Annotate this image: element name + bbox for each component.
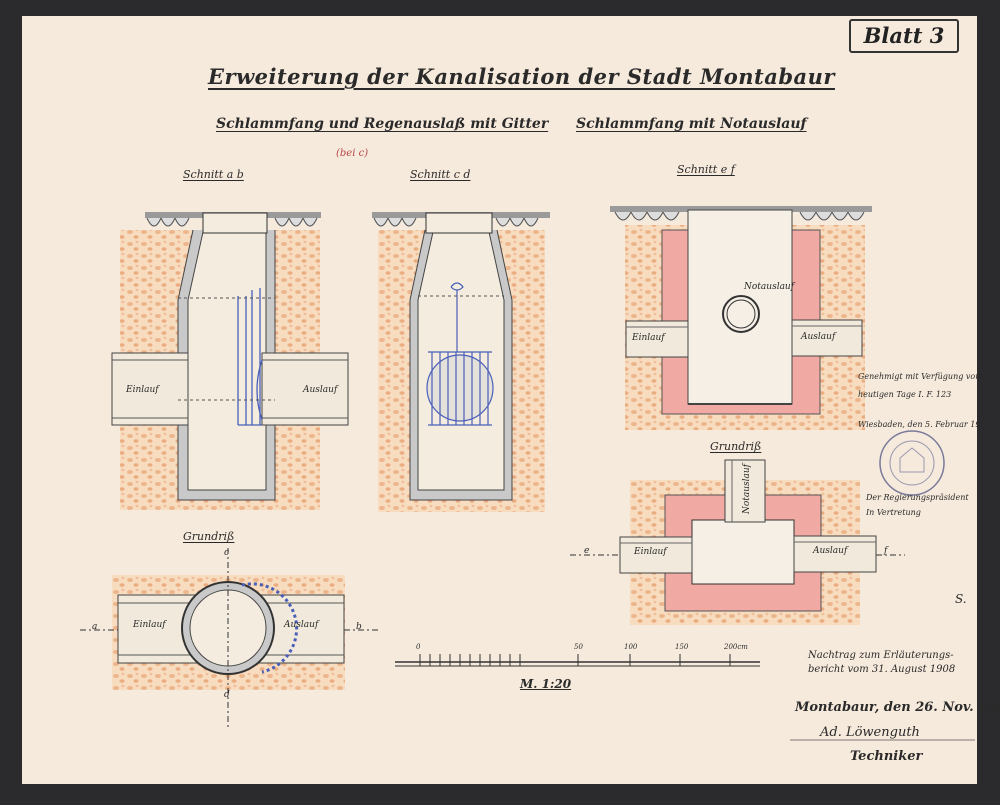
section-ab-drawing — [111, 212, 349, 510]
letter-e: e — [584, 546, 590, 556]
scale-tick-200: 200cm — [724, 643, 748, 651]
scale-tick-0: 0 — [416, 643, 421, 651]
letter-a: a — [92, 622, 98, 632]
section-cd-drawing — [372, 212, 550, 512]
page-title: Erweiterung der Kanalisation der Stadt M… — [208, 64, 835, 89]
letter-b: b — [356, 622, 362, 632]
scale-tick-150: 150 — [675, 643, 689, 651]
signature: Ad. Löwenguth — [820, 725, 920, 740]
outlet-label-plan-left: Auslauf — [284, 620, 319, 630]
corner-mark: S. — [955, 592, 967, 606]
inlet-label-plan-right: Einlauf — [634, 547, 667, 557]
scale-bar — [395, 654, 760, 667]
scale-tick-100: 100 — [624, 643, 638, 651]
plan-right-drawing — [570, 459, 905, 625]
addendum-line-2: bericht vom 31. August 1908 — [808, 664, 956, 675]
approval-note-3: Wiesbaden, den 5. Februar 1909 — [858, 420, 991, 429]
approval-note-2: heutigen Tage I. F. 123 — [858, 390, 952, 399]
letter-c: c — [224, 548, 230, 558]
emergency-outlet-plan-label: Notauslauf — [742, 463, 753, 515]
inlet-label-ab: Einlauf — [126, 385, 159, 395]
sheet-label: Blatt 3 — [849, 19, 959, 53]
letter-f: f — [884, 546, 888, 556]
scale-tick-50: 50 — [574, 643, 583, 651]
outlet-label-ab: Auslauf — [303, 385, 338, 395]
outlet-label-plan-right: Auslauf — [813, 546, 848, 556]
subtitle-left-note: (bei c) — [336, 148, 369, 159]
place-date: Montabaur, den 26. Nov. 1908 — [795, 700, 1000, 715]
section-ab-label: Schnitt a b — [183, 168, 244, 181]
approval-note-4: Der Regierungspräsident — [866, 493, 969, 502]
approval-note-1: Genehmigt mit Verfügung vom — [858, 372, 983, 381]
section-ef-label: Schnitt e f — [677, 163, 735, 176]
letter-d: d — [224, 690, 230, 700]
plan-right-label: Grundriß — [710, 440, 762, 453]
emergency-outlet-label: Notauslauf — [744, 282, 795, 292]
section-cd-label: Schnitt c d — [410, 168, 471, 181]
plan-left-label: Grundriß — [183, 530, 235, 543]
scale-label: M. 1:20 — [520, 677, 572, 691]
role: Techniker — [850, 749, 923, 764]
section-ef-drawing — [610, 206, 872, 430]
addendum-line-1: Nachtrag zum Erläuterungs- — [808, 650, 954, 661]
official-seal — [879, 430, 945, 496]
outlet-label-ef: Auslauf — [801, 332, 836, 342]
approval-note-5: In Vertretung — [866, 508, 921, 517]
subtitle-right: Schlammfang mit Notauslauf — [576, 116, 807, 132]
inlet-label-ef: Einlauf — [632, 333, 665, 343]
inlet-label-plan-left: Einlauf — [133, 620, 166, 630]
plan-left-drawing — [80, 548, 380, 730]
subtitle-left: Schlammfang und Regenauslaß mit Gitter — [216, 116, 549, 132]
